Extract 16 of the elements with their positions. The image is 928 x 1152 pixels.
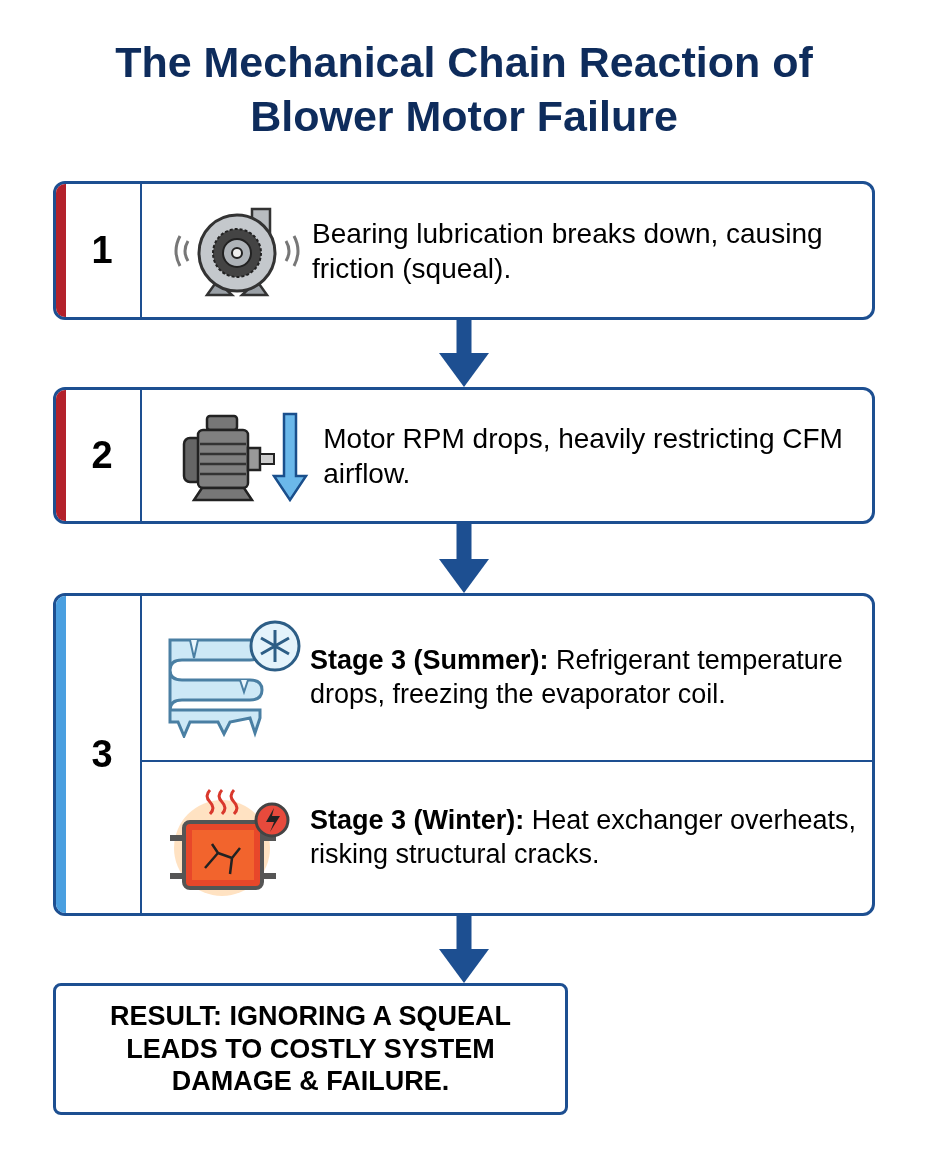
step-box xyxy=(53,181,875,320)
down-arrow xyxy=(439,916,489,983)
step-description: Stage 3 (Summer): Refrigerant temperature drops, freezing the evaporator coil. xyxy=(310,644,844,711)
step-box xyxy=(53,387,875,524)
step-number: 2 xyxy=(90,433,113,478)
down-arrow xyxy=(439,524,489,593)
title: The Mechanical Chain Reaction of Blower Motor Failure xyxy=(114,37,814,142)
step-box xyxy=(53,593,875,916)
step-description: Motor RPM drops, heavily restricting CFM airflow. xyxy=(323,421,844,491)
result-text: RESULT: IGNORING A SQUEAL LEADS TO COSTLY SYSTEM DAMAGE & FAILURE. xyxy=(109,1000,512,1098)
result-box xyxy=(53,983,568,1115)
step-number: 3 xyxy=(90,732,113,777)
step-number: 1 xyxy=(90,228,113,273)
down-arrow xyxy=(439,320,489,387)
step-description: Bearing lubrication breaks down, causing friction (squeal). xyxy=(312,216,824,286)
step-description: Stage 3 (Winter): Heat exchanger overheats, risking structural cracks. xyxy=(310,803,857,871)
